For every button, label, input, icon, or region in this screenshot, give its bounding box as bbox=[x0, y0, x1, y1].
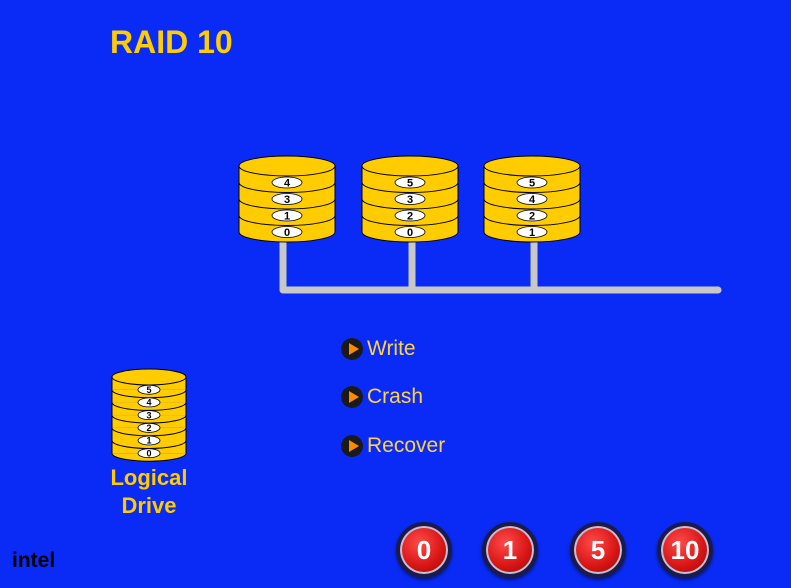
block-pill bbox=[394, 226, 426, 238]
block-pill bbox=[516, 226, 548, 238]
block-number: 3 bbox=[407, 194, 413, 206]
page-title: RAID 10 bbox=[110, 24, 233, 60]
block-number: 5 bbox=[529, 177, 535, 189]
block-number: 0 bbox=[407, 227, 413, 239]
raid-10-button[interactable]: 10 bbox=[657, 522, 713, 578]
block-number: 4 bbox=[529, 194, 536, 206]
crash-action[interactable]: Crash bbox=[341, 384, 423, 410]
block-number: 1 bbox=[146, 436, 151, 446]
block-number: 1 bbox=[529, 227, 535, 239]
intel-logo: intel bbox=[12, 549, 56, 572]
recover-action[interactable]: Recover bbox=[341, 433, 445, 459]
block-pill bbox=[271, 176, 303, 189]
raid-5-button[interactable]: 5 bbox=[570, 522, 626, 578]
block-number: 1 bbox=[284, 210, 290, 222]
write-label: Write bbox=[367, 337, 416, 360]
write-action[interactable]: Write bbox=[341, 336, 416, 362]
block-number: 5 bbox=[407, 177, 413, 189]
block-number: 5 bbox=[146, 385, 151, 395]
block-pill bbox=[271, 226, 303, 238]
physical-disk: 5 3 2 0 bbox=[361, 155, 459, 243]
block-pill bbox=[271, 209, 303, 222]
physical-disks: 4 3 1 0 5 3 2 0 5 4 2 1 bbox=[238, 155, 581, 243]
block-pill bbox=[394, 176, 426, 189]
raid-1-button[interactable]: 1 bbox=[482, 522, 538, 578]
block-pill bbox=[137, 448, 161, 459]
play-icon bbox=[341, 386, 363, 408]
block-pill bbox=[137, 397, 161, 408]
logical-drive-label-line2: Drive bbox=[121, 493, 177, 518]
block-number: 3 bbox=[146, 410, 151, 420]
block-number: 0 bbox=[146, 448, 151, 458]
block-pill bbox=[137, 410, 161, 421]
play-icon bbox=[341, 338, 363, 360]
logical-drive-label-line1: Logical bbox=[110, 465, 188, 490]
block-pill bbox=[516, 209, 548, 222]
crash-label: Crash bbox=[367, 385, 424, 408]
physical-disk: 4 3 1 0 bbox=[238, 155, 336, 243]
physical-disk: 5 4 2 1 bbox=[483, 155, 581, 243]
recover-label: Recover bbox=[367, 434, 446, 457]
block-number: 2 bbox=[529, 210, 535, 222]
play-icon bbox=[341, 435, 363, 457]
block-number: 0 bbox=[284, 227, 290, 239]
logical-drive-stack: 5 4 3 2 1 0 bbox=[111, 368, 187, 462]
block-pill bbox=[394, 209, 426, 222]
block-pill bbox=[137, 384, 161, 395]
block-number: 2 bbox=[146, 423, 151, 433]
block-pill bbox=[516, 193, 548, 205]
block-number: 2 bbox=[407, 210, 413, 222]
bus-lines bbox=[279, 236, 722, 294]
block-pill bbox=[137, 435, 161, 446]
block-number: 4 bbox=[284, 177, 291, 189]
block-pill bbox=[394, 193, 426, 205]
raid-0-button[interactable]: 0 bbox=[396, 522, 452, 578]
block-pill bbox=[137, 422, 161, 433]
logical-drive-label: Logical Drive bbox=[95, 464, 203, 520]
logical-drive: 5 4 3 2 1 0 bbox=[111, 368, 187, 462]
block-pill bbox=[271, 193, 303, 205]
block-pill bbox=[516, 176, 548, 189]
block-number: 3 bbox=[284, 194, 290, 206]
block-number: 4 bbox=[146, 398, 151, 408]
